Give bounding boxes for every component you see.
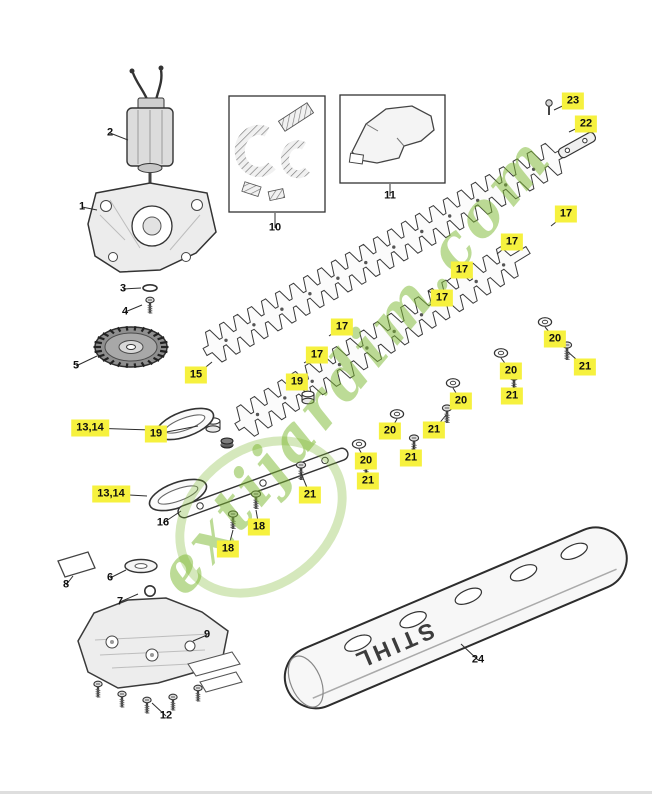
part-label-19: 19 (144, 425, 168, 443)
washer (493, 348, 509, 358)
leader-line (124, 304, 143, 313)
large-washer (124, 558, 158, 574)
gasket-box (339, 94, 446, 184)
deflector-cover (77, 597, 243, 693)
part-label-17: 17 (330, 318, 354, 336)
leader-line (192, 634, 208, 642)
leader-line (75, 355, 98, 367)
part-label-24: 24 (471, 653, 485, 666)
leader-line (151, 702, 167, 717)
bottom-divider (0, 791, 652, 794)
leader-line (460, 643, 479, 661)
part-label-19: 19 (285, 373, 309, 391)
part-label-10: 10 (268, 221, 282, 234)
part-label-21: 21 (573, 358, 597, 376)
leader-line (81, 206, 98, 211)
part-label-21: 21 (399, 449, 423, 467)
leader-line (162, 510, 182, 524)
washer (537, 317, 553, 327)
part-label-3: 3 (119, 282, 127, 295)
seal-kit-box (228, 95, 326, 213)
cover-screw (168, 693, 178, 711)
part-label-21: 21 (422, 421, 446, 439)
part-label-20: 20 (543, 330, 567, 348)
o-ring (144, 584, 157, 597)
part-label-21: 21 (298, 486, 322, 504)
spacer-bushing (301, 390, 315, 405)
part-label-23: 23 (561, 92, 585, 110)
part-label-18: 18 (247, 518, 271, 536)
bar-screw (227, 510, 239, 530)
leader-line (122, 287, 142, 290)
part-label-20: 20 (378, 422, 402, 440)
part-label-13-14: 13,14 (92, 485, 130, 503)
part-label-17: 17 (500, 233, 524, 251)
part-label-1: 1 (78, 200, 86, 213)
part-label-11: 11 (384, 189, 396, 202)
link-plate (148, 478, 208, 512)
blade-tip-plate (545, 99, 597, 159)
part-label-20: 20 (449, 392, 473, 410)
shim-plate (57, 551, 96, 578)
part-label-9: 9 (203, 628, 211, 641)
part-label-22: 22 (574, 115, 598, 133)
gear-wheel (93, 325, 169, 369)
part-label-4: 4 (121, 305, 129, 318)
leader-line (109, 132, 129, 141)
leader-line (109, 569, 127, 579)
gearbox-housing (87, 182, 217, 273)
part-label-12: 12 (159, 709, 173, 722)
part-label-5: 5 (72, 359, 80, 372)
leader-line (119, 593, 139, 603)
housing-screw (145, 296, 155, 314)
part-label-20: 20 (354, 452, 378, 470)
part-label-17: 17 (554, 205, 578, 223)
blade-guard-scabbard: STIHL (283, 526, 628, 710)
part-label-8: 8 (62, 578, 70, 591)
washer (445, 378, 461, 388)
cover-screw (193, 684, 203, 702)
part-label-7: 7 (116, 595, 124, 608)
leader-line (65, 575, 74, 586)
cover-screw (117, 690, 127, 708)
bar-screw (250, 490, 262, 510)
part-label-17: 17 (450, 261, 474, 279)
part-label-15: 15 (184, 366, 208, 384)
cover-screw (142, 696, 152, 714)
part-label-13-14: 13,14 (71, 419, 109, 437)
part-label-17: 17 (430, 289, 454, 307)
part-label-17: 17 (305, 346, 329, 364)
part-label-21: 21 (500, 387, 524, 405)
washer (389, 409, 405, 419)
part-label-2: 2 (106, 126, 114, 139)
part-label-16: 16 (156, 516, 170, 529)
part-label-6: 6 (106, 571, 114, 584)
part-label-18: 18 (216, 540, 240, 558)
part-label-21: 21 (356, 472, 380, 490)
cover-screw (93, 680, 103, 698)
part-label-20: 20 (499, 362, 523, 380)
electric-motor (126, 65, 174, 211)
retaining-clip (142, 283, 158, 292)
dark-nut (220, 437, 234, 449)
lower-cutter-blade (234, 245, 531, 437)
washer (351, 439, 367, 449)
